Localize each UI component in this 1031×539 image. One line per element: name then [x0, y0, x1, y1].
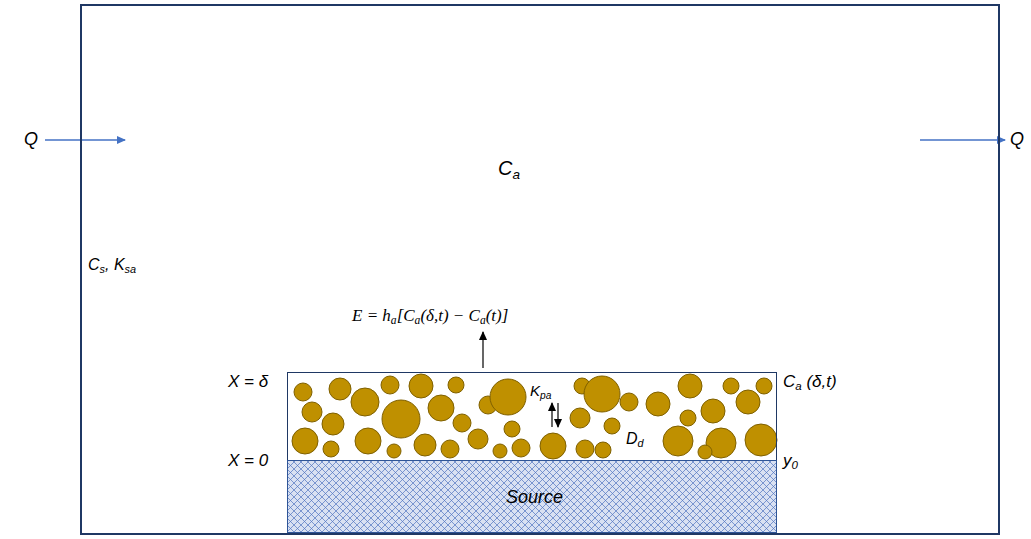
particle [448, 377, 464, 393]
particle [512, 439, 530, 457]
particles [292, 374, 777, 459]
particle [428, 395, 454, 421]
flow-label: Q [1010, 129, 1024, 150]
particle [646, 392, 670, 416]
particle [382, 400, 420, 438]
particle [756, 378, 772, 394]
outflow-arrow [920, 139, 1005, 141]
position-label: X = δ [228, 372, 268, 392]
particle [576, 440, 594, 458]
source-hatch [288, 461, 776, 533]
particle [441, 440, 459, 458]
node-label: Ca [498, 157, 520, 182]
porous-layer: KpaDd [287, 372, 777, 461]
particle [701, 399, 725, 423]
particle [663, 426, 693, 456]
particle [736, 390, 760, 414]
particle [453, 414, 471, 432]
node-label: Dd [626, 430, 644, 450]
particle [302, 402, 322, 422]
particle [351, 388, 379, 416]
chamber-box: KpaDdSource CaCs, Ksa [80, 4, 1000, 535]
particle [329, 378, 351, 400]
particle [584, 376, 620, 412]
particle [620, 393, 638, 411]
node-label: Cs, Ksa [88, 256, 136, 276]
particle [409, 374, 433, 398]
partition-arrow [557, 403, 558, 427]
particle [540, 433, 566, 459]
particle [355, 428, 381, 454]
node-label: Source [506, 487, 563, 508]
source-box: Source [287, 460, 777, 533]
partition-arrow [551, 403, 552, 427]
inflow-arrow [45, 139, 125, 141]
particle [604, 418, 620, 434]
particle [678, 374, 702, 398]
particle [745, 424, 777, 456]
particle [490, 379, 526, 415]
emission-arrow [482, 332, 483, 368]
particle [723, 378, 739, 394]
particle [292, 428, 318, 454]
particle [381, 376, 399, 394]
particle [387, 444, 401, 458]
particle [698, 445, 712, 459]
particle [323, 441, 339, 457]
position-label: X = 0 [228, 451, 268, 471]
flow-label: Q [24, 129, 38, 150]
particle [493, 444, 507, 458]
particle [294, 383, 312, 401]
particle [414, 434, 436, 456]
surface-concentration: Ca (δ,t) [783, 372, 837, 394]
particle [468, 429, 488, 449]
particle [504, 421, 520, 437]
particle [595, 442, 611, 458]
particle [570, 408, 590, 428]
particle [322, 413, 344, 435]
emission-equation: E = ha[Ca(δ,t) − Ca(t)] [352, 306, 508, 328]
source-concentration: y0 [783, 451, 798, 473]
node-label: Kpa [530, 382, 551, 402]
particle [680, 410, 696, 426]
